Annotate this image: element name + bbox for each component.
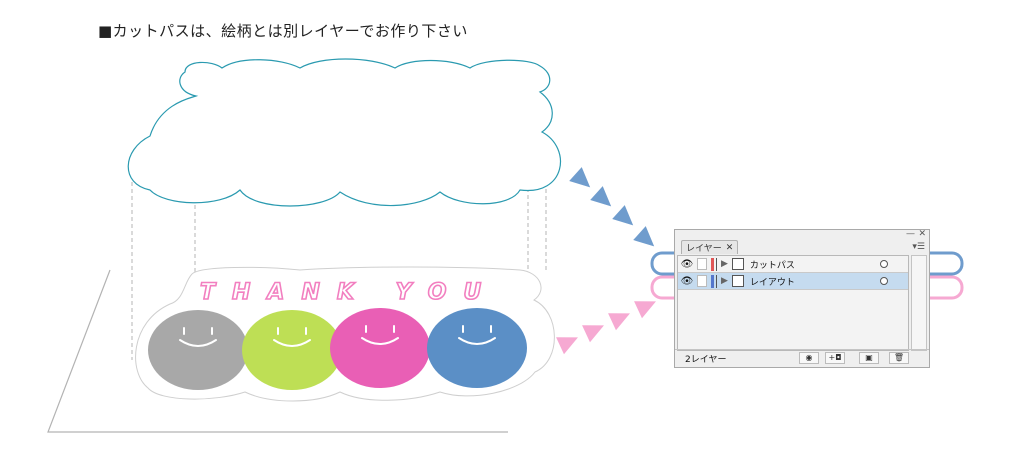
lock-toggle[interactable] bbox=[697, 275, 707, 287]
eye-icon[interactable]: 👁 bbox=[680, 258, 694, 270]
new-layer-icon[interactable]: ▣ bbox=[859, 352, 879, 364]
target-icon[interactable] bbox=[880, 260, 888, 268]
blue-arrow-triangle bbox=[569, 167, 591, 188]
target-icon[interactable] bbox=[880, 277, 888, 285]
layer-list: 👁 ▶ カットパス 👁 ▶ レイアウト bbox=[677, 255, 909, 351]
tab-layers[interactable]: レイヤー ✕ bbox=[681, 240, 739, 254]
face-smile bbox=[458, 337, 496, 345]
gray-face bbox=[148, 310, 248, 390]
face-smile bbox=[179, 339, 217, 347]
panel-tabrow: レイヤー ✕ ▾☰ bbox=[675, 240, 929, 254]
instruction-heading: ■カットパスは、絵柄とは別レイヤーでお作り下さい bbox=[98, 22, 468, 40]
layer-row-layout[interactable]: 👁 ▶ レイアウト bbox=[678, 273, 908, 290]
locate-icon[interactable]: ◉ bbox=[799, 352, 819, 364]
divider bbox=[716, 274, 717, 288]
pink-arrow-triangle bbox=[582, 325, 604, 343]
green-face bbox=[242, 310, 342, 390]
minimize-icon[interactable]: — bbox=[906, 229, 915, 239]
thank-you-text: THANK YOU bbox=[200, 280, 498, 305]
layer-name[interactable]: カットパス bbox=[749, 260, 795, 271]
layer-count: 2レイヤー bbox=[685, 355, 727, 365]
divider bbox=[716, 257, 717, 271]
pink-arrow-triangle bbox=[634, 301, 656, 319]
triangle-icon[interactable]: ▶ bbox=[721, 276, 728, 286]
ground-plane bbox=[47, 269, 508, 433]
scrollbar[interactable] bbox=[911, 255, 927, 351]
pink-face bbox=[330, 308, 430, 388]
face-smile bbox=[273, 339, 311, 347]
pink-arrow-triangle bbox=[608, 313, 630, 331]
lock-toggle[interactable] bbox=[697, 258, 707, 270]
layer-row-cut-path[interactable]: 👁 ▶ カットパス bbox=[678, 256, 908, 273]
panel-menu-icon[interactable]: ▾☰ bbox=[912, 242, 925, 252]
eye-icon[interactable]: 👁 bbox=[680, 275, 694, 287]
panel-titlebar: — ✕ bbox=[675, 230, 929, 240]
tab-label: レイヤー bbox=[686, 244, 722, 254]
panel-footer: 2レイヤー ◉ +◘ ▣ 🗑 bbox=[675, 349, 929, 367]
close-icon[interactable]: ✕ bbox=[918, 229, 926, 239]
face-smile bbox=[361, 337, 399, 345]
layer-color-swatch bbox=[711, 257, 714, 271]
triangle-icon[interactable]: ▶ bbox=[721, 259, 728, 269]
layers-panel: — ✕ レイヤー ✕ ▾☰ 👁 ▶ カットパス 👁 ▶ レイアウト bbox=[674, 229, 930, 368]
sublayer-icon[interactable]: +◘ bbox=[825, 352, 845, 364]
layer-thumbnail bbox=[731, 258, 744, 270]
pink-arrow-triangle bbox=[556, 337, 578, 355]
cut-path-outline bbox=[127, 58, 562, 207]
tab-close-icon[interactable]: ✕ bbox=[725, 242, 734, 253]
blue-arrows bbox=[569, 167, 655, 247]
blue-arrow-triangle bbox=[633, 226, 655, 247]
layer-thumbnail bbox=[731, 275, 744, 287]
trash-icon[interactable]: 🗑 bbox=[889, 352, 909, 364]
pink-arrows bbox=[556, 301, 656, 355]
blue-arrow-triangle bbox=[590, 186, 612, 207]
layer-color-swatch bbox=[711, 274, 714, 288]
blue-face bbox=[427, 308, 527, 388]
blue-arrow-triangle bbox=[612, 205, 634, 226]
layer-name[interactable]: レイアウト bbox=[749, 277, 795, 288]
